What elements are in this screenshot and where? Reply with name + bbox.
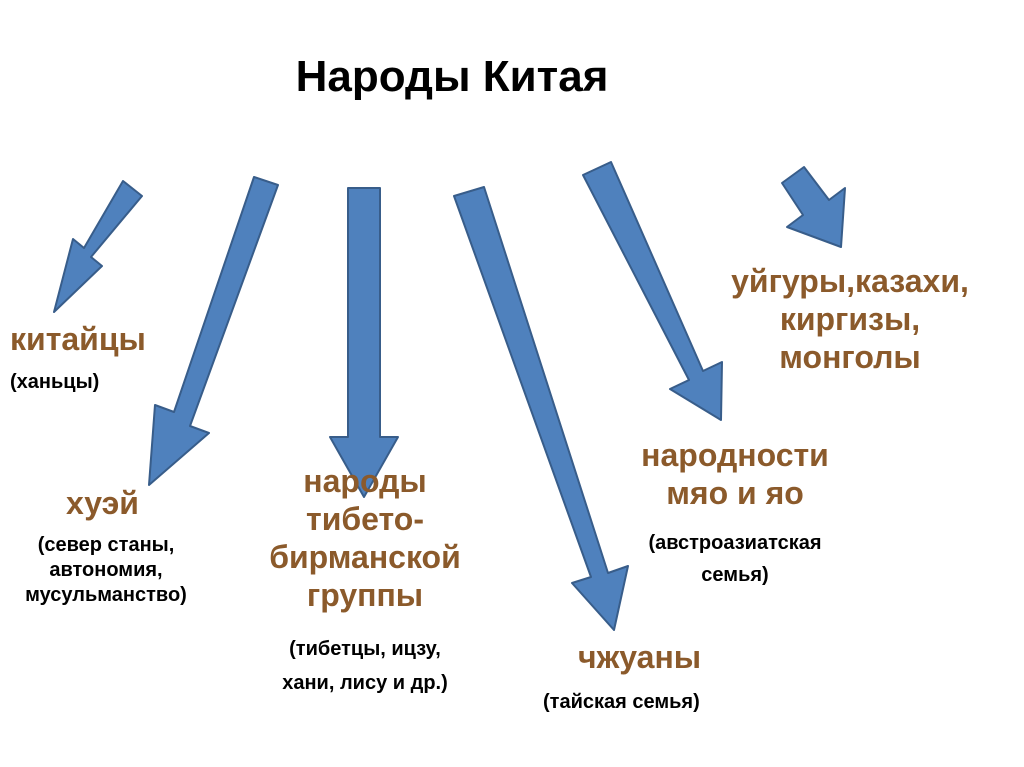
arrow-to-uighurs — [781, 166, 846, 248]
group-tibeto-burman-name-line: народы — [303, 463, 427, 499]
arrow-to-tibeto-burman — [329, 187, 399, 498]
arrow-to-huei — [148, 176, 279, 486]
group-miao-yao-name: народности мяо и яо — [600, 436, 870, 512]
group-tibeto-burman-note-line: (тибетцы, ицзу, — [289, 638, 441, 660]
group-han-note: (ханьцы) — [10, 371, 100, 393]
group-tibeto-burman-name-line: тибето- — [306, 501, 424, 537]
group-tibeto-burman-note: (тибетцы, ицзу, хани, лису и др.) — [235, 632, 495, 700]
group-zhuang-note: (тайская семья) — [543, 691, 700, 713]
group-tibeto-burman-note-line: хани, лису и др.) — [282, 672, 448, 694]
group-uighur-name-line: уйгуры,казахи, — [731, 263, 969, 299]
group-miao-yao-name-line: народности — [641, 437, 829, 473]
group-tibeto-burman-name-line: группы — [306, 577, 424, 613]
group-zhuang-name: чжуаны — [578, 639, 702, 675]
group-uighur-name-line: монголы — [779, 339, 921, 375]
group-hui-note: (север станы, автономия, мусульманство) — [6, 533, 206, 608]
group-miao-yao-note-line: (австроазиатская — [648, 532, 822, 554]
group-tibeto-burman-name: народы тибето- бирманской группы — [235, 462, 495, 614]
group-hui-name: хуэй — [66, 485, 139, 521]
group-han-name: китайцы — [10, 321, 146, 357]
group-tibeto-burman-name-line: бирманской — [269, 539, 461, 575]
group-hui-note-line: автономия, — [49, 559, 163, 581]
group-hui-note-line: (север станы, — [37, 534, 175, 556]
group-miao-yao-name-line: мяо и яо — [666, 475, 804, 511]
page-title: Народы Китая — [295, 52, 609, 101]
arrow-to-zhuang — [453, 186, 629, 631]
group-uighur-name: уйгуры,казахи, киргизы, монголы — [690, 262, 1010, 376]
group-uighur-name-line: киргизы, — [779, 301, 921, 337]
arrow-to-kitaitsy — [53, 180, 143, 313]
group-miao-yao-note-line: семья) — [701, 564, 769, 586]
arrow-to-miao-yao — [582, 161, 723, 421]
group-miao-yao-note: (австроазиатская семья) — [600, 527, 870, 591]
group-hui-note-line: мусульманство) — [25, 584, 187, 606]
